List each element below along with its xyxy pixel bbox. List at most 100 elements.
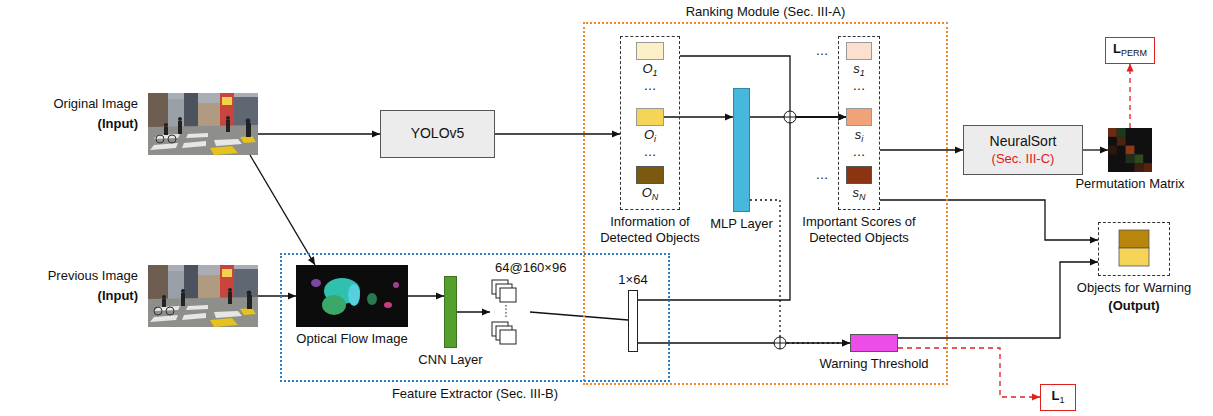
arrowhead [838,114,846,121]
arrowhead [838,114,846,121]
process-box: YOLOv5 [380,110,495,158]
connector [530,312,628,320]
arrowhead [955,147,963,154]
connector [250,155,315,265]
connector-line [880,149,963,150]
arrowhead [842,340,850,347]
matrix-picture [1108,128,1152,172]
feature-map-stack [492,280,516,344]
text-group: NeuralSort(Sec. III-C) [990,133,1057,167]
connector [898,259,1098,339]
node-text: LPERM [1113,41,1147,59]
score-block: s1 [846,42,872,60]
node-text: (Input) [98,116,138,132]
object-block: Oi [636,108,664,126]
output-frame: Objects for Warning(Output) [1098,222,1170,276]
connector [1127,64,1134,129]
flow-image: Optical Flow Image [296,265,408,327]
node-text: Permutation Matrix [1075,176,1184,192]
node-text: (Output) [1108,298,1159,314]
connector [457,309,490,316]
node-text: 64@160×96 [495,260,566,276]
arrowhead [308,256,315,265]
arrowhead [612,131,620,138]
group-frame: Important Scores of Detected Objectss1si… [838,36,880,210]
node-text: ON [642,185,659,203]
node-text: YOLOv5 [411,125,465,143]
connector [258,131,380,138]
arrowhead [1090,259,1098,266]
arrowhead [838,114,846,121]
text-group: YOLOv5 [411,125,465,143]
permutation-matrix: Permutation Matrix [1108,128,1152,172]
node-text: Feature Extractor (Sec. III-B) [392,386,558,402]
arrowhead [1090,237,1098,244]
arrowhead [372,131,380,138]
node-text: Important Scores of Detected Objects [798,214,920,247]
module-frame: Feature Extractor (Sec. III-B)Optical Fl… [280,253,670,382]
node-text: Original Image [53,96,138,112]
connector [258,293,296,300]
ellipsis-label: … [853,79,866,93]
arrowhead [725,114,733,121]
process-box: NeuralSort(Sec. III-C) [963,125,1083,175]
optical-flow-picture [296,265,408,327]
mlp-layer: MLP Layer [733,88,750,212]
arrowhead [842,340,850,347]
connector-line [250,155,315,265]
cnn-layer: CNN Layer [444,276,457,348]
arrowhead [482,309,490,316]
node-text: CNN Layer [418,352,482,368]
node-text: 1×64 [618,272,647,288]
ellipsis-label: … [644,145,657,159]
connector-line [664,116,733,117]
node-text: sN [853,185,866,203]
loss-box: LPERM [1105,37,1155,64]
node-text: MLP Layer [710,216,773,232]
node-text: Information of Detected Objects [594,214,706,247]
street-photo [148,93,258,155]
ellipsis-label: … [816,168,829,182]
node-text: si [855,127,864,145]
connector [408,293,444,300]
arrowhead [1032,394,1040,401]
node-text: (Sec. III-C) [992,151,1055,167]
node-text: Ranking Module (Sec. III-A) [686,4,846,20]
arrowhead [288,293,296,300]
text-group: L1 [1052,388,1065,406]
group-frame: Information of Detected ObjectsO1OiON [620,36,680,210]
feature-vector: 1×64 [628,290,638,352]
connector [1083,147,1108,154]
connector-line [495,133,620,134]
connector-line [258,133,380,134]
street-photo [148,265,258,327]
connector-line [530,312,628,320]
object-block: O1 [636,42,664,60]
connector [495,131,620,138]
sum-symbol [774,337,786,349]
connector-line [898,348,1040,397]
arrowhead [1127,64,1134,72]
connector-line [680,56,846,117]
input-image: Previous Image(Input) [148,265,258,327]
node-text: Warning Threshold [819,356,928,372]
ellipsis-label: … [644,79,657,93]
node-text: L1 [1052,388,1065,406]
score-block: si [846,108,872,126]
connector-line [1129,64,1130,129]
connector [664,114,733,121]
arrowhead [436,293,444,300]
node-text: (Input) [98,288,138,304]
input-image: Original Image(Input) [148,93,258,155]
connector-line [898,262,1098,338]
node-text: Oi [644,127,656,145]
output-objects [1119,230,1149,266]
loss-box: L1 [1040,384,1076,411]
connector [680,56,846,121]
score-block: sN [846,166,872,184]
feature-maps: 64@160×96 [490,278,530,352]
ellipsis-label: … [853,145,866,159]
